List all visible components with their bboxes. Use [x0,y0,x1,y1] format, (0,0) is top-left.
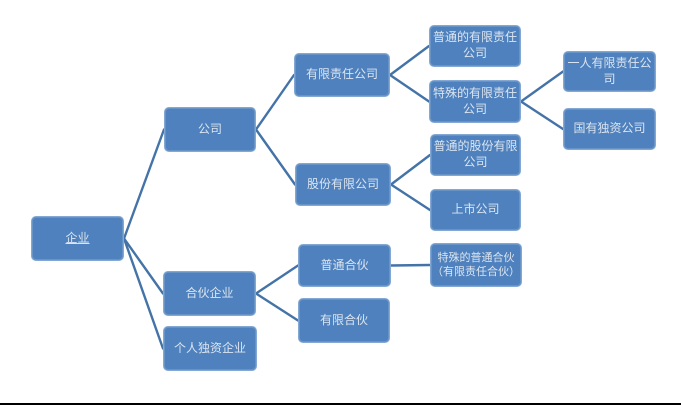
node-label: 上市公司 [451,202,500,217]
node-geren-duzi: 个人独资企业 [163,326,257,371]
node-label: 一人有限责任公 司 [567,55,652,86]
node-guoyou-duzi: 国有独资公司 [563,108,656,150]
connector-qiye-to-gongsi [122,128,166,240]
node-shangshi: 上市公司 [430,189,521,231]
node-youxian-zeren: 有限责任公司 [294,53,390,97]
connector-gufen-youxian-to-shangshi [389,183,432,212]
node-teshu-youxian: 特殊的有限责任 公司 [429,80,521,123]
node-label: 特殊的普通合伙 （有限责任合伙） [432,250,520,278]
node-gufen-youxian: 股份有限公司 [295,163,391,206]
node-label: 普通合伙 [320,257,369,272]
connector-gongsi-to-youxian-zeren [254,73,296,131]
node-label: 有限合伙 [319,312,368,327]
node-label: 股份有限公司 [306,176,379,191]
node-putong-gufen: 普通的股份有限 公司 [430,134,521,176]
connector-gongsi-to-gufen-youxian [254,128,297,186]
connector-teshu-youxian-to-guoyou-duzi [519,100,565,131]
node-hehuo-qiye: 合伙企业 [163,271,256,316]
node-youxian-hehuo: 有限合伙 [298,298,390,343]
node-label: 普通的股份有限 公司 [433,139,518,169]
node-teshu-putong: 特殊的普通合伙 （有限责任合伙） [430,243,522,287]
connector-qiye-to-geren-duzi [122,237,165,350]
node-putong-youxian: 普通的有限责任 公司 [429,25,521,67]
node-yiren: 一人有限责任公 司 [563,51,656,92]
node-label: 企业 [65,230,90,245]
node-label: 有限责任公司 [305,67,378,82]
node-putong-hehuo: 普通合伙 [298,244,391,287]
connector-teshu-youxian-to-yiren [519,70,565,103]
node-label: 特殊的有限责任 公司 [432,85,517,116]
node-label: 国有独资公司 [573,121,646,136]
connector-youxian-zeren-to-teshu-youxian [388,73,431,103]
node-label: 普通的有限责任 公司 [432,30,517,60]
connector-hehuo-qiye-to-putong-hehuo [254,264,300,295]
bottom-border-line [0,403,681,405]
connector-qiye-to-hehuo-qiye [122,237,165,295]
connector-putong-hehuo-to-teshu-putong [389,263,432,267]
node-label: 公司 [197,121,222,136]
connector-gufen-youxian-to-putong-gufen [389,153,432,186]
node-label: 合伙企业 [185,285,234,300]
node-qiye: 企业 [31,216,124,261]
node-gongsi: 公司 [164,107,256,152]
connector-hehuo-qiye-to-youxian-hehuo [254,292,300,322]
connector-youxian-zeren-to-putong-youxian [388,44,431,77]
node-label: 个人独资企业 [173,340,246,355]
